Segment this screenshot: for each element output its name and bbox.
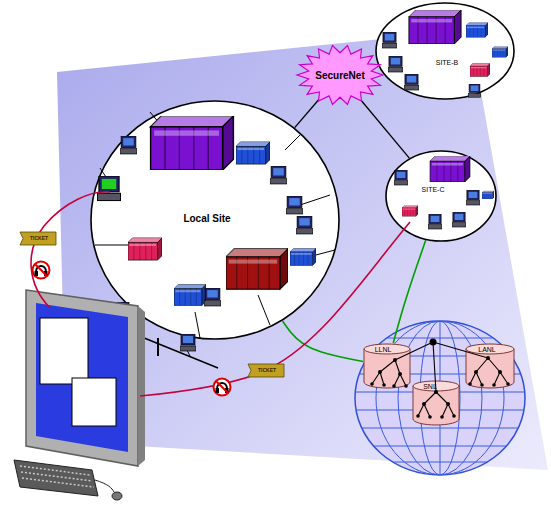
node-label: LLNL xyxy=(375,346,392,354)
server-icon xyxy=(430,156,470,182)
node-label: SITE-C xyxy=(422,186,445,194)
site-outline xyxy=(376,3,514,99)
workstation-icon xyxy=(388,56,403,72)
local-site-equipment xyxy=(95,112,335,338)
network-burst xyxy=(297,46,383,105)
workstation-icon xyxy=(97,176,120,201)
no-eavesdrop-symbol xyxy=(214,379,231,396)
workstation-icon xyxy=(394,170,408,185)
network-link xyxy=(359,98,409,158)
server-icon xyxy=(492,47,508,57)
screen-window xyxy=(40,318,88,384)
globe-grid xyxy=(350,318,530,478)
workstation-icon xyxy=(296,216,313,234)
network-cloud: SecureNet xyxy=(296,44,384,106)
cylinder-body xyxy=(364,349,410,388)
data-tree xyxy=(372,342,508,417)
cylinder-top xyxy=(466,344,514,354)
workstation-icon xyxy=(466,190,480,205)
tree-dots xyxy=(370,339,510,419)
server-icon xyxy=(128,238,162,260)
access-line xyxy=(31,192,110,308)
site-outline xyxy=(386,151,496,241)
workstation-icon xyxy=(382,32,397,48)
ring-taps xyxy=(95,112,335,338)
database-cylinder: LANL xyxy=(465,343,515,389)
server-icon xyxy=(290,249,316,266)
workstation-icon xyxy=(286,196,303,214)
server-icon xyxy=(402,206,418,216)
ticket-tag xyxy=(248,364,284,377)
lan-tap xyxy=(157,338,159,356)
no-eavesdrop-symbol xyxy=(33,262,50,279)
workstation-icon xyxy=(428,214,442,229)
mouse xyxy=(112,492,122,500)
network-link xyxy=(295,98,321,128)
keyboard-keys xyxy=(20,466,94,487)
site-b-equipment xyxy=(382,10,508,97)
monitor-screen xyxy=(36,303,128,452)
server-icon xyxy=(226,249,288,289)
ticket-label: TICKET xyxy=(22,236,56,241)
monitor-side xyxy=(138,306,145,466)
workstation-icon xyxy=(452,212,466,227)
monitor-frame xyxy=(26,290,138,466)
workstation-icon xyxy=(180,334,196,351)
cylinder-body xyxy=(413,386,459,425)
workstation-icon xyxy=(404,74,419,90)
ticket-tag xyxy=(20,232,56,245)
workstation-icon xyxy=(120,136,137,154)
server-icon xyxy=(466,23,488,37)
server-icon xyxy=(482,191,494,199)
workstation-icon xyxy=(468,84,480,97)
cylinder-body xyxy=(466,349,514,388)
server-icon xyxy=(174,285,206,306)
node-label: SNL xyxy=(423,383,437,391)
server-icon xyxy=(409,10,461,44)
server-icon xyxy=(470,63,490,76)
keyboard-body xyxy=(14,460,98,496)
screen-window xyxy=(72,378,116,426)
access-line xyxy=(140,222,410,396)
globe xyxy=(350,318,530,478)
node-label: SITE-B xyxy=(436,59,459,67)
node-label: Local Site xyxy=(183,213,230,224)
workstation-icon xyxy=(270,166,287,184)
node-label: LANL xyxy=(478,346,496,354)
cylinder-top xyxy=(364,344,410,354)
server-icon xyxy=(236,142,270,164)
server-icon xyxy=(151,116,234,170)
workstation-icon xyxy=(204,288,221,306)
network-link xyxy=(393,240,425,343)
mouse-cable xyxy=(95,480,114,492)
site-c-equipment xyxy=(394,156,494,229)
keyboard xyxy=(14,460,122,500)
site-outline xyxy=(91,101,339,339)
ticket-label: TICKET xyxy=(250,368,284,373)
user-monitor xyxy=(26,290,145,466)
node-label: SecureNet xyxy=(315,70,364,81)
